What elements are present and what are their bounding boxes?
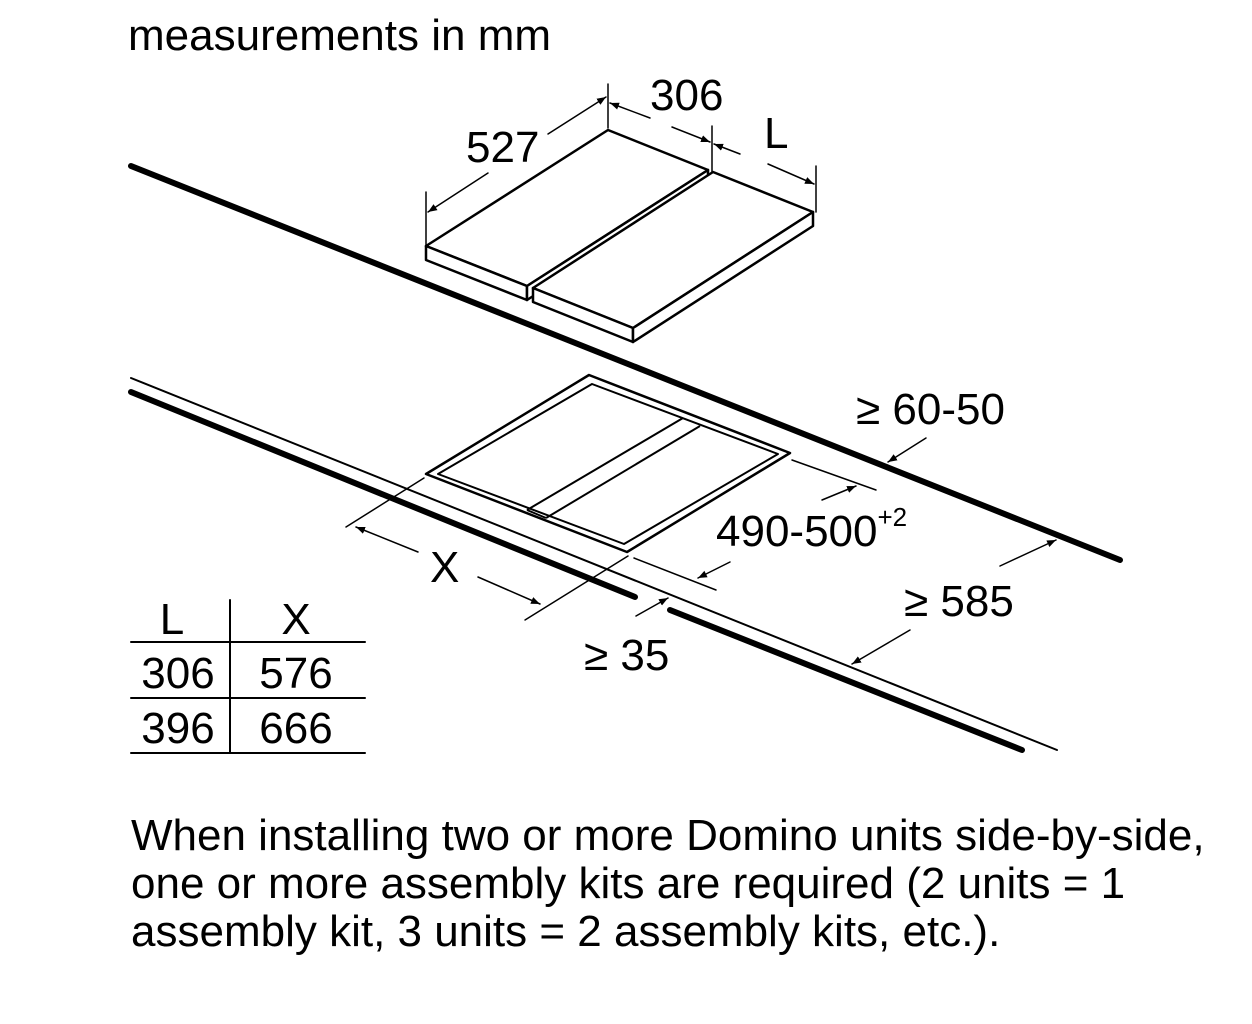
table-cell: 306 (141, 649, 214, 698)
countertop-front-edge-right (667, 607, 1025, 753)
installation-note: When installing two or more Domino units… (131, 811, 1205, 956)
countertop-front-edge-top (130, 377, 1058, 751)
units-title: measurements in mm (128, 11, 551, 60)
table-cell: 576 (259, 649, 332, 698)
dim-rear-edge: ≥ 60-50 (856, 385, 1005, 463)
dim-cutout-depth: 490-500+2 (633, 459, 907, 591)
countertop (128, 163, 1123, 753)
table-header-X: X (281, 595, 310, 644)
rear-edge-label: ≥ 60-50 (856, 385, 1005, 434)
cutout-outer (424, 373, 792, 554)
countertop-front-edge-left (128, 389, 638, 600)
countertop-rear-edge (128, 163, 1123, 563)
depth-label: 527 (466, 123, 539, 172)
cutout-divider-a (526, 417, 684, 511)
cutout-inner (437, 383, 779, 545)
unit-right-side (631, 210, 815, 344)
domino-units (424, 128, 815, 344)
dim-front-edge: ≥ 35 (584, 597, 669, 680)
size-table: L X 306 576 396 666 (130, 595, 366, 754)
dim-cutout-width-X: X (345, 477, 629, 621)
cutout (424, 373, 792, 554)
front-edge-label: ≥ 35 (584, 631, 669, 680)
dim-depth-527: 527 (425, 83, 609, 249)
dim-width-306: 306 (609, 71, 723, 173)
table-header-L: L (160, 595, 184, 644)
table-cell: 396 (141, 704, 214, 753)
dim-counter-depth: ≥ 585 (851, 539, 1057, 665)
width-var-label: L (764, 109, 788, 158)
table-cell: 666 (259, 704, 332, 753)
counter-depth-label: ≥ 585 (904, 577, 1014, 626)
cutout-depth-value: 490-500 (716, 507, 877, 556)
cutout-depth-label: 490-500+2 (716, 502, 907, 556)
width-label: 306 (650, 71, 723, 120)
cutout-depth-tolerance: +2 (877, 502, 907, 532)
cutout-width-label: X (430, 543, 459, 592)
cutout-divider-b (545, 425, 701, 519)
dim-width-L: L (713, 109, 817, 213)
